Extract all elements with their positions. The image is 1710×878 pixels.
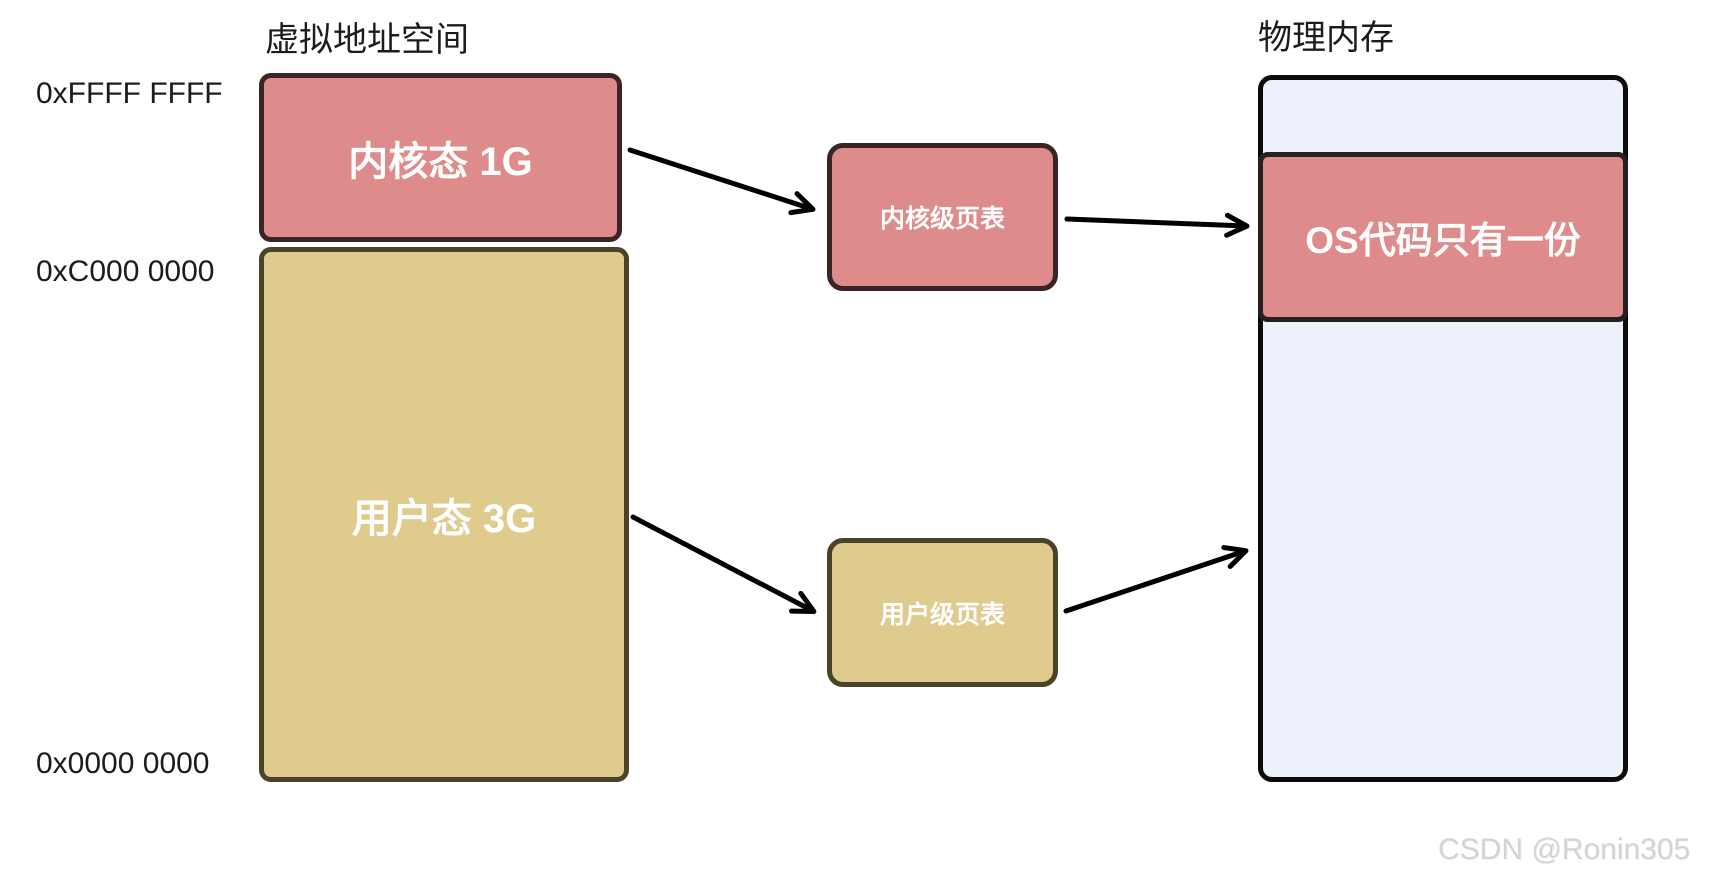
os-code-label: OS代码只有一份 — [1305, 220, 1581, 261]
arrow-kernel-pagetable-to-os-code — [1064, 212, 1250, 238]
physical-memory-title: 物理内存 — [1258, 19, 1394, 57]
user-page-table-box: 用户级页表 — [827, 538, 1058, 687]
address-label-0xffff-ffff: 0xFFFF FFFF — [36, 77, 223, 110]
os-code-block: OS代码只有一份 — [1258, 152, 1628, 322]
arrow-user-pagetable-to-physical-memory — [1063, 545, 1249, 614]
address-label-0xc000-0000: 0xC000 0000 — [36, 255, 215, 288]
virtual-address-space-title: 虚拟地址空间 — [265, 21, 469, 59]
kernel-page-table-label: 内核级页表 — [879, 205, 1005, 233]
arrow-kernel-to-kernel-pagetable — [627, 147, 816, 216]
kernel-space-block: 内核态 1G — [259, 73, 622, 242]
kernel-space-label: 内核态 1G — [348, 139, 533, 184]
address-label-0x0000-0000: 0x0000 0000 — [36, 747, 210, 780]
user-space-block: 用户态 3G — [259, 247, 629, 782]
user-space-label: 用户态 3G — [351, 496, 537, 541]
csdn-watermark: CSDN @Ronin305 — [1438, 833, 1691, 866]
kernel-page-table-box: 内核级页表 — [827, 143, 1058, 291]
arrow-user-to-user-pagetable — [630, 514, 817, 614]
user-page-table-label: 用户级页表 — [879, 600, 1005, 629]
